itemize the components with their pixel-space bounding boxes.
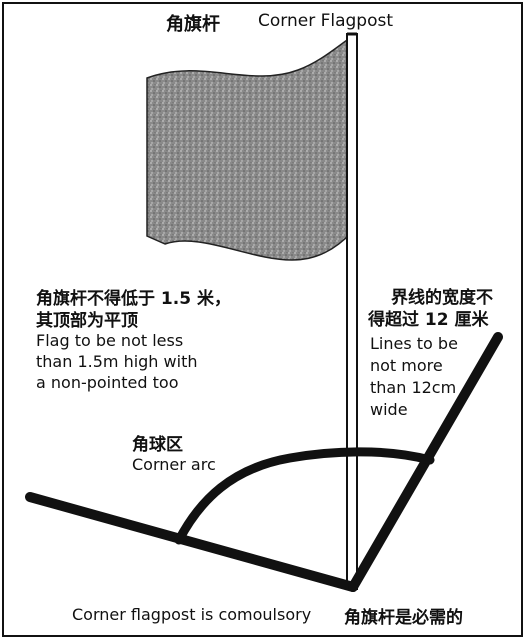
- flag-note-zh-1: 角旗杆不得低于 1.5 米，: [36, 289, 231, 309]
- corner-arc: [174, 447, 435, 545]
- footer-en: Corner flagpost is comoulsory: [72, 605, 312, 624]
- line-note-zh-1: 界线的宽度不: [391, 288, 493, 308]
- flag-note-en-1: Flag to be not less: [36, 331, 184, 350]
- flag-note-en-2: than 1.5m high with: [36, 352, 198, 371]
- line-note-zh-2: 得超过 12 厘米: [368, 310, 489, 330]
- goal-line: [25, 492, 358, 592]
- title-zh: 角旗杆: [166, 14, 220, 35]
- flagpost: [346, 33, 358, 590]
- line-note-en-1: Lines to be: [370, 334, 458, 353]
- line-note-en-4: wide: [370, 400, 408, 419]
- corner-flag: [146, 36, 353, 261]
- arc-note-en: Corner arc: [132, 455, 216, 474]
- flag-note-en-3: a non-pointed too: [36, 373, 179, 392]
- title-en: Corner Flagpost: [258, 11, 394, 31]
- line-note-en-2: not more: [370, 356, 443, 375]
- arc-note-zh: 角球区: [132, 435, 183, 455]
- footer-zh: 角旗杆是必需的: [344, 608, 463, 628]
- line-note-en-3: than 12cm: [370, 378, 457, 397]
- flag-note-zh-2: 其顶部为平顶: [36, 311, 138, 331]
